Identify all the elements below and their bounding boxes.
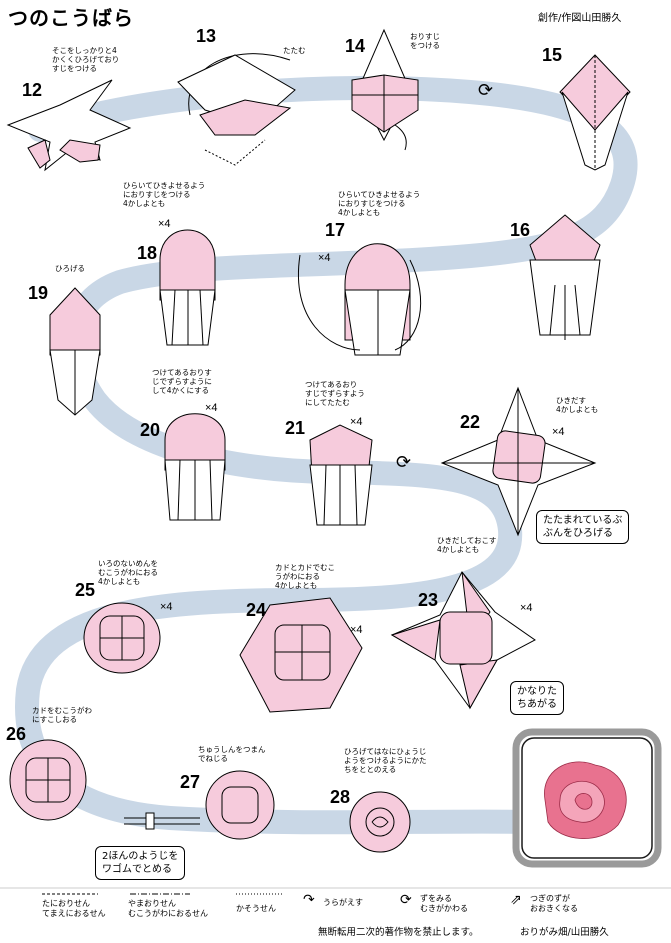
- step-number: 12: [22, 80, 43, 100]
- step-number: 22: [460, 412, 481, 432]
- step19-figure: [49, 287, 101, 416]
- repeat-marker: ×4: [318, 252, 331, 264]
- repeat-marker: ×4: [205, 402, 218, 414]
- step-note: カドとカドでむこ うがわにおる 4かしよとも: [275, 563, 335, 590]
- legend-enlarge: つぎのずが おおきくなる: [530, 894, 578, 913]
- step-note: ちゅうしんをつまん でねじる: [198, 745, 266, 763]
- rotate-icon: ⟳: [400, 892, 412, 908]
- enlarge-icon: ⇗: [510, 892, 522, 908]
- turn-over-icon: ↷: [303, 892, 315, 908]
- repeat-marker: ×4: [350, 416, 363, 428]
- callout-box: かなりた ちあがる: [510, 681, 564, 715]
- legend-turn-over: うらがえす: [323, 898, 363, 907]
- step-number: 26: [6, 724, 27, 744]
- step20-figure: [164, 413, 226, 521]
- step21-figure: [309, 424, 373, 526]
- finished-rose: [544, 761, 627, 839]
- step-note: カドをむこうがわ にすこしおる: [32, 706, 92, 724]
- step-note: ひきだす 4かしよとも: [556, 396, 599, 414]
- step14-figure: [351, 28, 419, 151]
- step16-figure: [529, 214, 601, 340]
- copyright-notice: 無断転用二次的著作物を禁止します。: [318, 927, 479, 938]
- page-title: つのこうばら: [8, 6, 134, 30]
- step-number: 18: [137, 243, 158, 263]
- step-note: つけてあるおり すじでずらすよう にしてたたむ: [305, 380, 365, 407]
- step-note: いろのないめんを むこうがわにおる 4かしよとも: [98, 559, 158, 586]
- step23-figure: [390, 571, 536, 710]
- legend-mountain-fold: やまおりせん むこうがわにおるせん: [128, 899, 208, 918]
- rotate-icon: ⟳: [478, 80, 494, 101]
- step-number: 24: [246, 600, 267, 620]
- step28-figure: [349, 791, 411, 853]
- step-number: 23: [418, 590, 439, 610]
- step-number: 28: [330, 787, 351, 807]
- legend-valley-fold: たにおりせん てまえにおるせん: [42, 899, 106, 918]
- step-number: 21: [285, 418, 306, 438]
- step-number: 25: [75, 580, 96, 600]
- step-note: おりすじ をつける: [410, 32, 440, 50]
- step-number: 27: [180, 772, 201, 792]
- step17-figure: [298, 243, 422, 356]
- repeat-marker: ×4: [158, 218, 171, 230]
- legend-rotate: ずをみる むきがかわる: [420, 894, 468, 913]
- step-number: 13: [196, 26, 217, 46]
- step-note: ひらいてひきよせるよう におりすじをつける 4かしよとも: [123, 181, 206, 208]
- step15-figure: [559, 54, 631, 171]
- step18-figure: [159, 229, 216, 346]
- step-number: 15: [542, 45, 563, 65]
- repeat-marker: ×4: [350, 624, 363, 636]
- rotate-icon: ⟳: [396, 452, 412, 473]
- step-note: つけてあるおりす じでずらすように して4かくにする: [152, 368, 212, 395]
- step-number: 20: [140, 420, 161, 440]
- legend-hidden-line: かそうせん: [236, 904, 276, 913]
- step-number: 19: [28, 283, 49, 303]
- callout-box: 2ほんのようじを ワゴムでとめる: [95, 846, 186, 880]
- step-note: たたむ: [283, 46, 306, 55]
- repeat-marker: ×4: [520, 602, 533, 614]
- author-credit: おりがみ畑/山田勝久: [520, 927, 609, 938]
- step25-figure: [83, 602, 161, 674]
- step22-figure: [440, 386, 597, 537]
- callout-box: たたまれているぶ ぶんをひろげる: [536, 510, 630, 544]
- step-note: ひきだしておこす 4かしよとも: [437, 536, 497, 554]
- step-note: ひらいてひきよせるよう におりすじをつける 4かしよとも: [338, 190, 421, 217]
- credit-text: 創作/作図山田勝久: [538, 13, 622, 24]
- step-note: ひろげる: [55, 264, 85, 273]
- step-number: 14: [345, 36, 366, 56]
- repeat-marker: ×4: [160, 601, 173, 613]
- step-number: 16: [510, 220, 531, 240]
- step13-figure: [177, 53, 296, 166]
- step27-figure: [124, 770, 275, 840]
- step-note: そこをしっかりと4 かくくひろげており すじをつける: [52, 46, 120, 73]
- step24-figure: [239, 597, 363, 713]
- repeat-marker: ×4: [552, 426, 565, 438]
- step26-figure: [9, 739, 87, 821]
- step-number: 17: [325, 220, 346, 240]
- step12-figure: [6, 79, 132, 172]
- step-note: ひろげてはなにひょうじ ようをつけるようにかた ちをととのえる: [344, 747, 427, 774]
